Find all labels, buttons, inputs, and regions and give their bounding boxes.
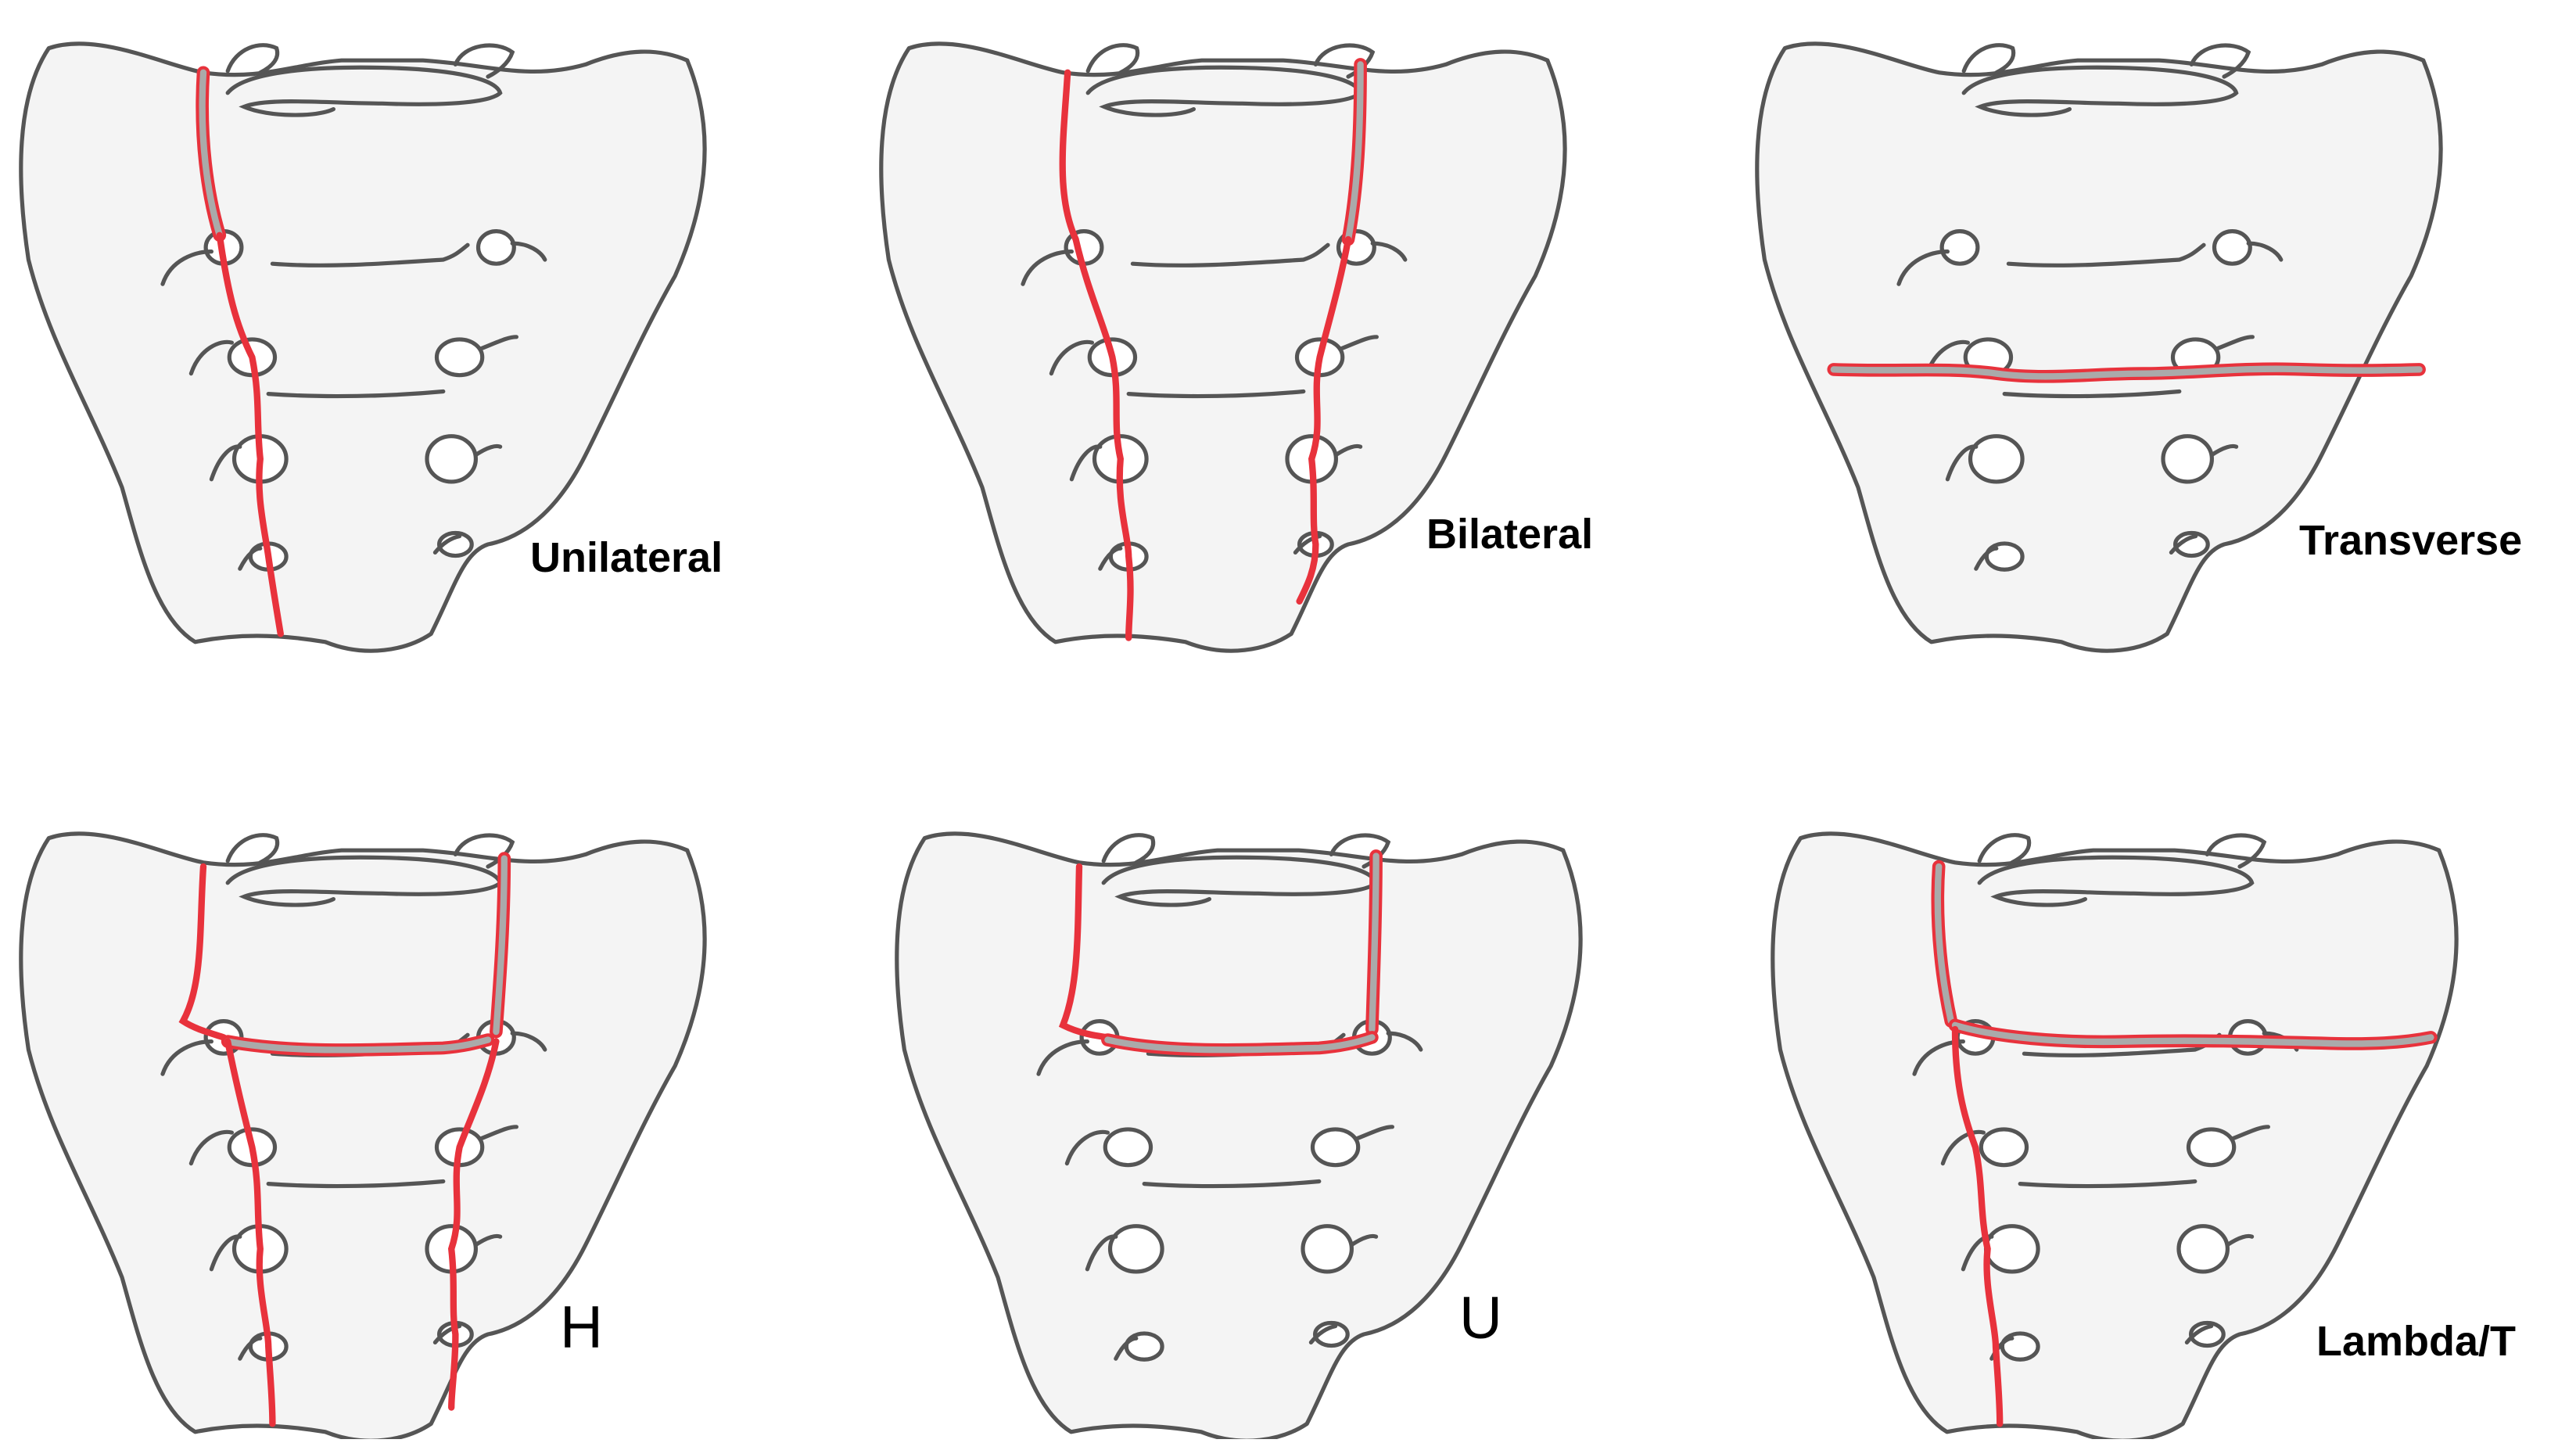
fracture-bilateral-1-gap bbox=[1344, 61, 1364, 243]
panel-unilateral bbox=[21, 44, 705, 651]
fracture-bilateral-0 bbox=[1059, 69, 1134, 641]
panel-u bbox=[897, 834, 1580, 1439]
fracture-h-3 bbox=[224, 1038, 276, 1427]
panel-lambda bbox=[1773, 834, 2456, 1439]
panel-h bbox=[21, 834, 705, 1439]
label-transverse: Transverse bbox=[2299, 517, 2523, 564]
label-u: U bbox=[1459, 1285, 1502, 1351]
fracture-transverse-0-gap bbox=[1830, 365, 2423, 380]
fracture-bilateral-2 bbox=[1296, 235, 1352, 605]
fracture-unilateral-1 bbox=[216, 232, 284, 637]
fracture-u-0 bbox=[1058, 863, 1111, 1041]
fracture-lambda-0-gap bbox=[1934, 863, 1954, 1025]
fracture-h-1-gap bbox=[493, 855, 508, 1036]
fracture-lambda-1-gap bbox=[1951, 1021, 2434, 1047]
fracture-u-1-gap bbox=[1369, 853, 1379, 1033]
sacrum-bilateral bbox=[881, 44, 1565, 651]
panel-transverse bbox=[1757, 44, 2441, 651]
panel-bilateral bbox=[881, 44, 1565, 651]
fracture-h-2-gap bbox=[224, 1036, 492, 1054]
label-h: H bbox=[560, 1294, 603, 1361]
fracture-lambda-2 bbox=[1951, 1025, 2004, 1427]
label-bilateral: Bilateral bbox=[1426, 511, 1594, 558]
fracture-h-0 bbox=[178, 863, 228, 1041]
label-lambda: Lambda/T bbox=[2316, 1318, 2517, 1365]
fracture-h-4 bbox=[447, 1038, 500, 1411]
label-unilateral: Unilateral bbox=[530, 534, 723, 581]
fracture-u-2-gap bbox=[1104, 1034, 1376, 1054]
fracture-unilateral-0-gap bbox=[199, 69, 223, 239]
